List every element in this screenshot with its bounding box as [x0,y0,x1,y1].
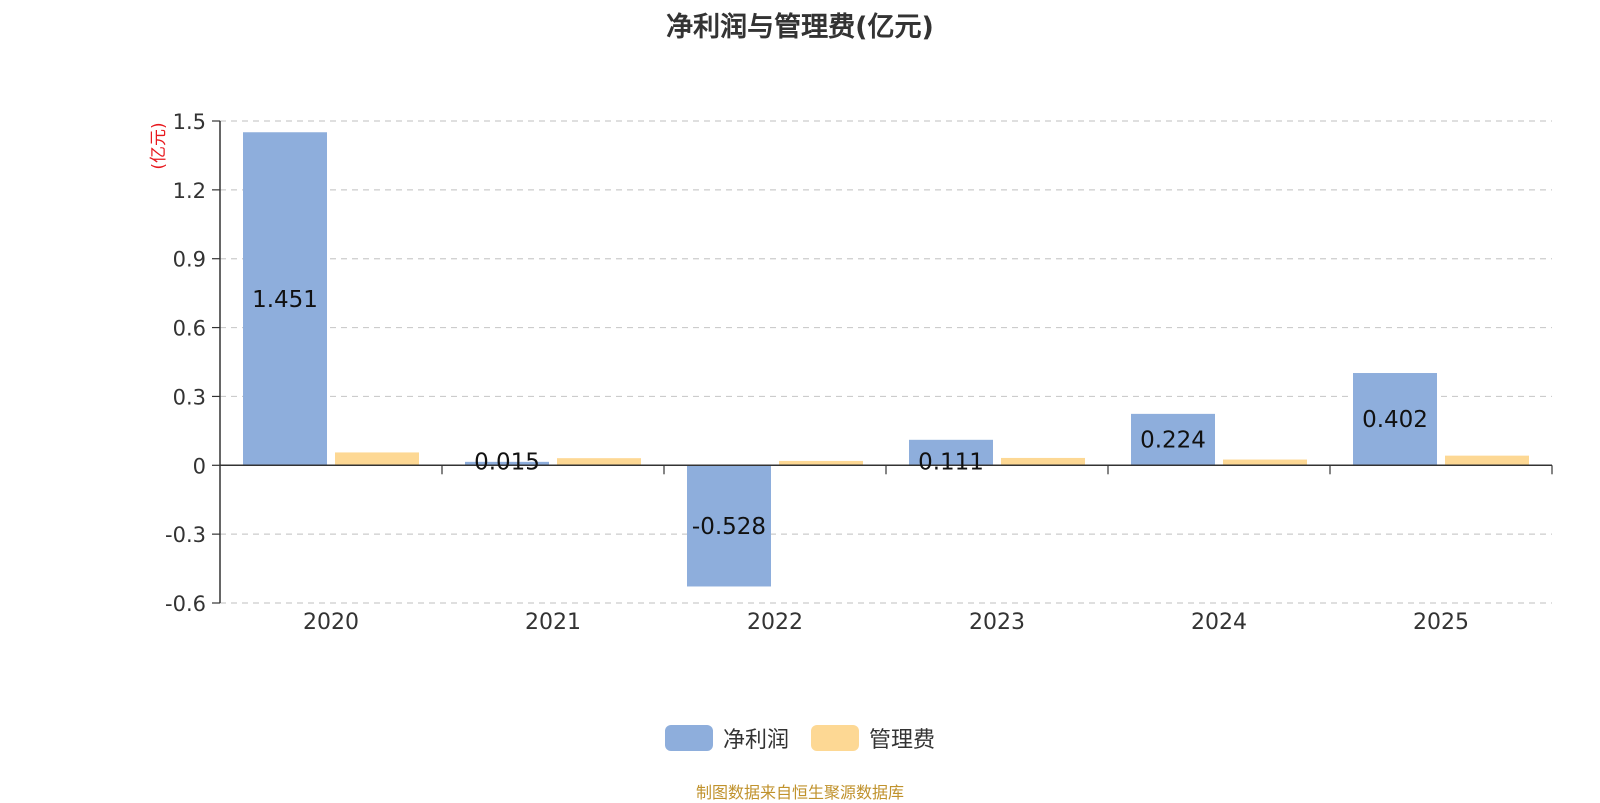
data-label: 0.015 [474,449,540,475]
legend-swatch-net-profit [664,725,713,751]
bar-admin-expense-2025[interactable] [1445,455,1529,466]
legend-swatch-admin-expense [811,725,859,751]
source-note: 制图数据来自恒生聚源数据库 [695,783,904,802]
x-tick-label: 2020 [303,610,359,635]
data-labels: 1.451 0.015 -0.528 0.111 0.224 0.402 [252,287,1428,540]
x-tick-label: 2025 [1413,610,1469,635]
axes: 1.5 1.2 0.9 0.6 0.3 0 -0.3 -0.6 2020 2021 2022 2023… [165,110,1553,635]
bar-net-profit-2022[interactable] [687,465,771,587]
y-tick-label: 1.5 [173,110,206,134]
bar-admin-expense-2020[interactable] [335,452,419,466]
data-label: -0.528 [692,514,766,540]
data-label: 0.402 [1362,407,1428,433]
data-label: 1.451 [252,287,318,313]
bar-admin-expense-2022[interactable] [779,460,863,466]
legend: 净利润 管理费 [0,722,1600,754]
bar-net-profit-2021[interactable] [465,461,549,466]
data-label: 0.111 [918,449,984,475]
x-tick-label: 2023 [969,610,1025,635]
y-tick-label: -0.3 [165,523,206,547]
bar-admin-expense-2021[interactable] [557,458,641,466]
bar-net-profit-2024[interactable] [1131,413,1215,466]
legend-item-admin-expense[interactable]: 管理费 [811,722,935,754]
bar-net-profit-2025[interactable] [1353,373,1437,466]
x-tick-label: 2024 [1191,610,1247,635]
bar-admin-expense-2024[interactable] [1223,459,1307,466]
bar-admin-expense-2023[interactable] [1001,457,1085,466]
legend-item-net-profit[interactable]: 净利润 [664,722,789,754]
y-tick-label: 0.3 [173,385,206,409]
x-tick-label: 2022 [747,610,803,635]
bars [243,132,1529,587]
legend-label-net-profit: 净利润 [722,728,789,753]
bar-chart: (亿元) 1.5 1.2 0.9 0.6 0.3 0 -0.3 -0.6 2020 2021 202… [149,110,1553,635]
y-tick-label: 1.2 [173,179,206,203]
data-label: 0.224 [1140,428,1206,454]
y-axis-label: (亿元) [149,122,169,169]
y-tick-label: -0.6 [165,592,206,616]
y-tick-label: 0.9 [173,248,206,272]
legend-label-admin-expense: 管理费 [869,728,936,753]
bar-net-profit-2020[interactable] [243,132,327,466]
bar-net-profit-2023[interactable] [909,439,993,466]
x-tick-label: 2021 [525,610,581,635]
chart-title: 净利润与管理费(亿元) [666,12,934,43]
y-tick-label: 0 [193,454,206,478]
grid-lines [220,120,1552,604]
y-tick-label: 0.6 [173,317,206,341]
